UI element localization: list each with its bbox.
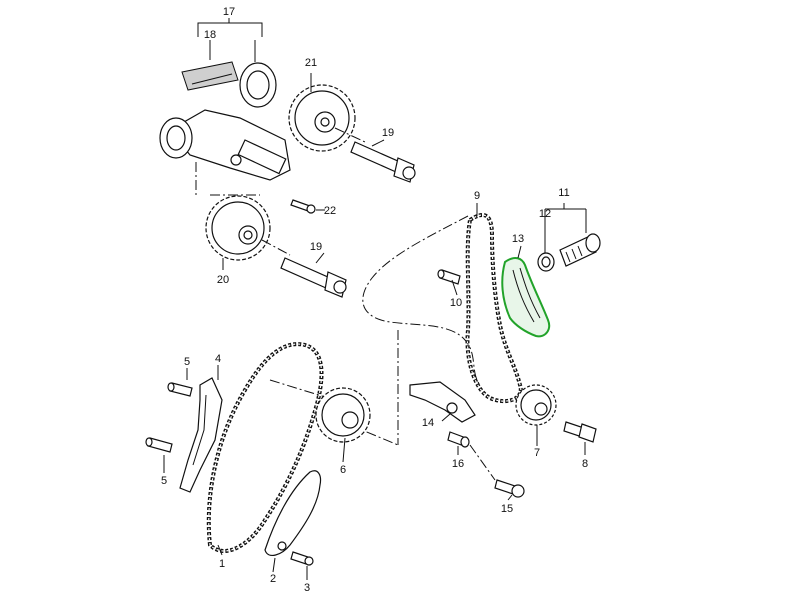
bolt-19-lower bbox=[280, 257, 347, 298]
bolt-19-upper bbox=[350, 141, 416, 183]
callout-2: 2 bbox=[270, 573, 276, 585]
pin-16 bbox=[447, 431, 470, 448]
pin-10 bbox=[437, 269, 461, 285]
gasket-18 bbox=[181, 61, 239, 91]
callout-7: 7 bbox=[534, 447, 540, 459]
callout-11: 11 bbox=[558, 187, 569, 199]
callout-14: 14 bbox=[422, 417, 434, 429]
sprocket-7 bbox=[515, 384, 557, 426]
chain-tensioner-11 bbox=[537, 233, 601, 272]
callout-18: 18 bbox=[204, 29, 216, 41]
callout-19-lower: 19 bbox=[310, 241, 322, 253]
tensioner-guide-13-highlighted bbox=[501, 257, 551, 338]
pin-5-lower bbox=[145, 437, 173, 453]
bolt-15 bbox=[494, 479, 525, 498]
callout-19-upper: 19 bbox=[382, 127, 394, 139]
callout-9: 9 bbox=[474, 190, 480, 202]
callout-20: 20 bbox=[217, 274, 229, 286]
callout-15: 15 bbox=[501, 503, 513, 515]
callout-5-lower: 5 bbox=[161, 475, 167, 487]
screw-22 bbox=[290, 199, 322, 214]
callout-12: 12 bbox=[539, 208, 551, 220]
callout-13: 13 bbox=[512, 233, 524, 245]
camshaft-sprocket-20 bbox=[205, 195, 271, 261]
bolt-8 bbox=[563, 421, 597, 443]
callout-16: 16 bbox=[452, 458, 464, 470]
screw-3 bbox=[290, 551, 314, 566]
callout-3: 3 bbox=[304, 582, 310, 594]
callout-21: 21 bbox=[305, 57, 317, 69]
callout-22: 22 bbox=[324, 205, 336, 217]
callout-1: 1 bbox=[219, 558, 225, 570]
tensioner-rail-2 bbox=[264, 470, 322, 557]
timing-chain-1 bbox=[206, 342, 324, 553]
callout-6: 6 bbox=[340, 464, 346, 476]
pin-5-upper bbox=[167, 382, 193, 397]
callout-5-upper: 5 bbox=[184, 356, 190, 368]
callout-10: 10 bbox=[450, 297, 462, 309]
callout-17: 17 bbox=[223, 6, 235, 18]
guide-rail-4 bbox=[179, 377, 223, 493]
timing-chain-9 bbox=[465, 213, 523, 404]
guide-rail-14 bbox=[409, 381, 476, 423]
camshaft-adjuster-assembly bbox=[159, 18, 416, 298]
leader-lines bbox=[163, 73, 587, 580]
callout-4: 4 bbox=[215, 353, 221, 365]
engine-outline bbox=[362, 215, 481, 386]
callout-8: 8 bbox=[582, 458, 588, 470]
callout-labels: 17 18 21 19 22 19 20 9 11 12 13 10 5 4 5… bbox=[161, 6, 588, 594]
camshaft-sprocket-21 bbox=[288, 84, 356, 152]
crank-sprocket-6 bbox=[315, 387, 371, 443]
